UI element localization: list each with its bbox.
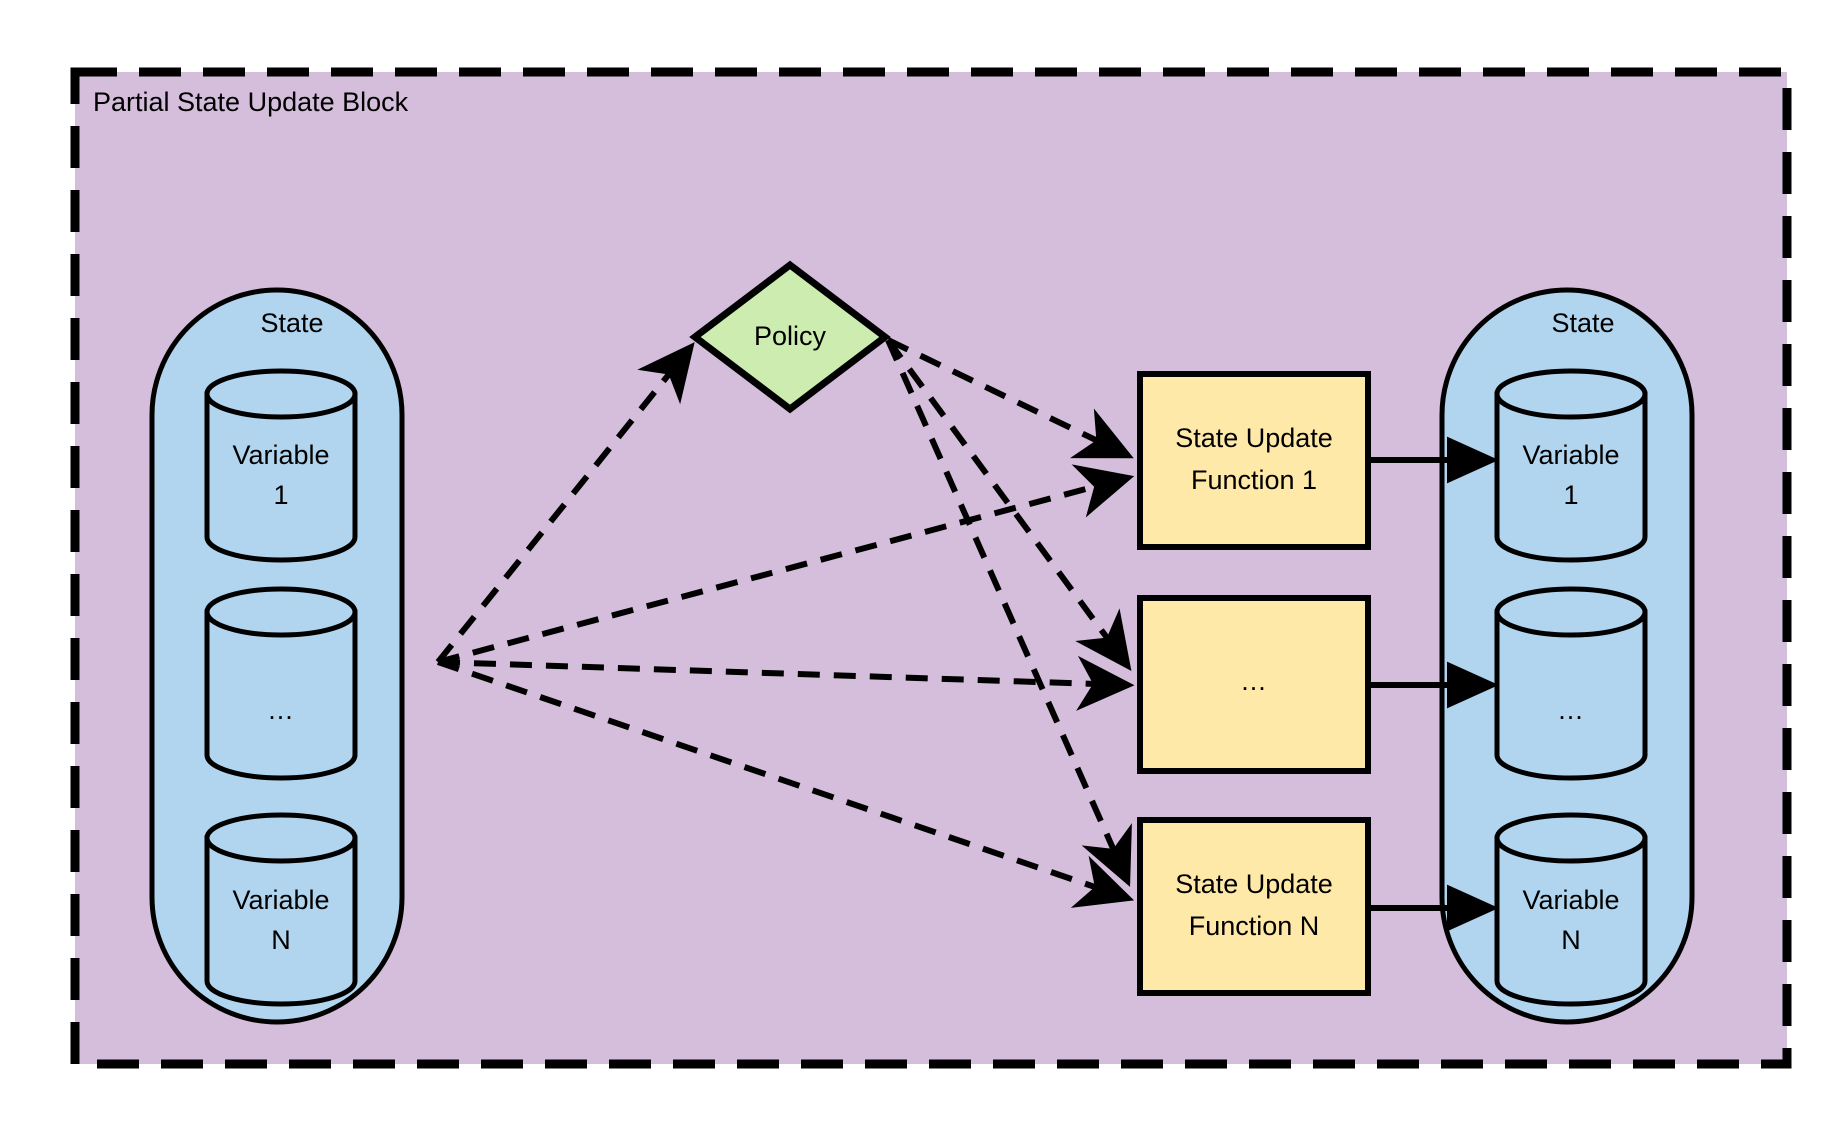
policy-label: Policy bbox=[754, 321, 827, 351]
output-variable-n-line2: N bbox=[1561, 925, 1581, 955]
edge-state-to-policy bbox=[435, 342, 695, 664]
state-update-function-1-line2: Function 1 bbox=[1191, 465, 1317, 495]
state-update-function-mid-line1: ... bbox=[1241, 666, 1267, 696]
edge-policy-to-function-n bbox=[885, 338, 1132, 887]
state-update-function-n-line2: Function N bbox=[1189, 911, 1320, 941]
input-variable-1-line1: Variable bbox=[232, 440, 329, 470]
input-variable-n-line2: N bbox=[271, 925, 291, 955]
output-variable-1-line2: 1 bbox=[1563, 480, 1578, 510]
edge-policy-to-function-1 bbox=[886, 337, 1134, 459]
state-update-function-n-box[interactable]: State Update Function N bbox=[1137, 817, 1371, 996]
output-variable-1-cylinder[interactable]: Variable 1 bbox=[1494, 368, 1648, 563]
edge-state-to-function-1 bbox=[437, 464, 1135, 665]
edge-state-to-function-n bbox=[437, 659, 1135, 908]
output-variable-n-line1: Variable bbox=[1522, 885, 1619, 915]
state-update-function-n-line1: State Update bbox=[1175, 869, 1333, 899]
edge-state-to-function-mid bbox=[437, 655, 1135, 711]
policy-node[interactable]: Policy bbox=[689, 260, 891, 414]
input-variable-1-line2: 1 bbox=[273, 480, 288, 510]
input-variable-mid-cylinder[interactable]: ... bbox=[204, 586, 358, 781]
block-title: Partial State Update Block bbox=[93, 87, 409, 117]
output-variable-n-cylinder[interactable]: Variable N bbox=[1494, 812, 1648, 1007]
input-variable-n-cylinder[interactable]: Variable N bbox=[204, 812, 358, 1007]
input-state-label: State bbox=[260, 308, 323, 338]
output-state-label: State bbox=[1551, 308, 1614, 338]
output-variable-mid-cylinder[interactable]: ... bbox=[1494, 586, 1648, 781]
input-variable-mid-line1: ... bbox=[268, 695, 294, 725]
edge-policy-to-function-mid bbox=[885, 338, 1132, 672]
output-variable-1-line1: Variable bbox=[1522, 440, 1619, 470]
state-update-function-mid-box[interactable]: ... bbox=[1137, 595, 1371, 774]
input-variable-n-line1: Variable bbox=[232, 885, 329, 915]
state-update-function-1-line1: State Update bbox=[1175, 423, 1333, 453]
input-variable-1-cylinder[interactable]: Variable 1 bbox=[204, 368, 358, 563]
output-variable-mid-line1: ... bbox=[1558, 695, 1584, 725]
state-update-function-1-box[interactable]: State Update Function 1 bbox=[1137, 371, 1371, 550]
